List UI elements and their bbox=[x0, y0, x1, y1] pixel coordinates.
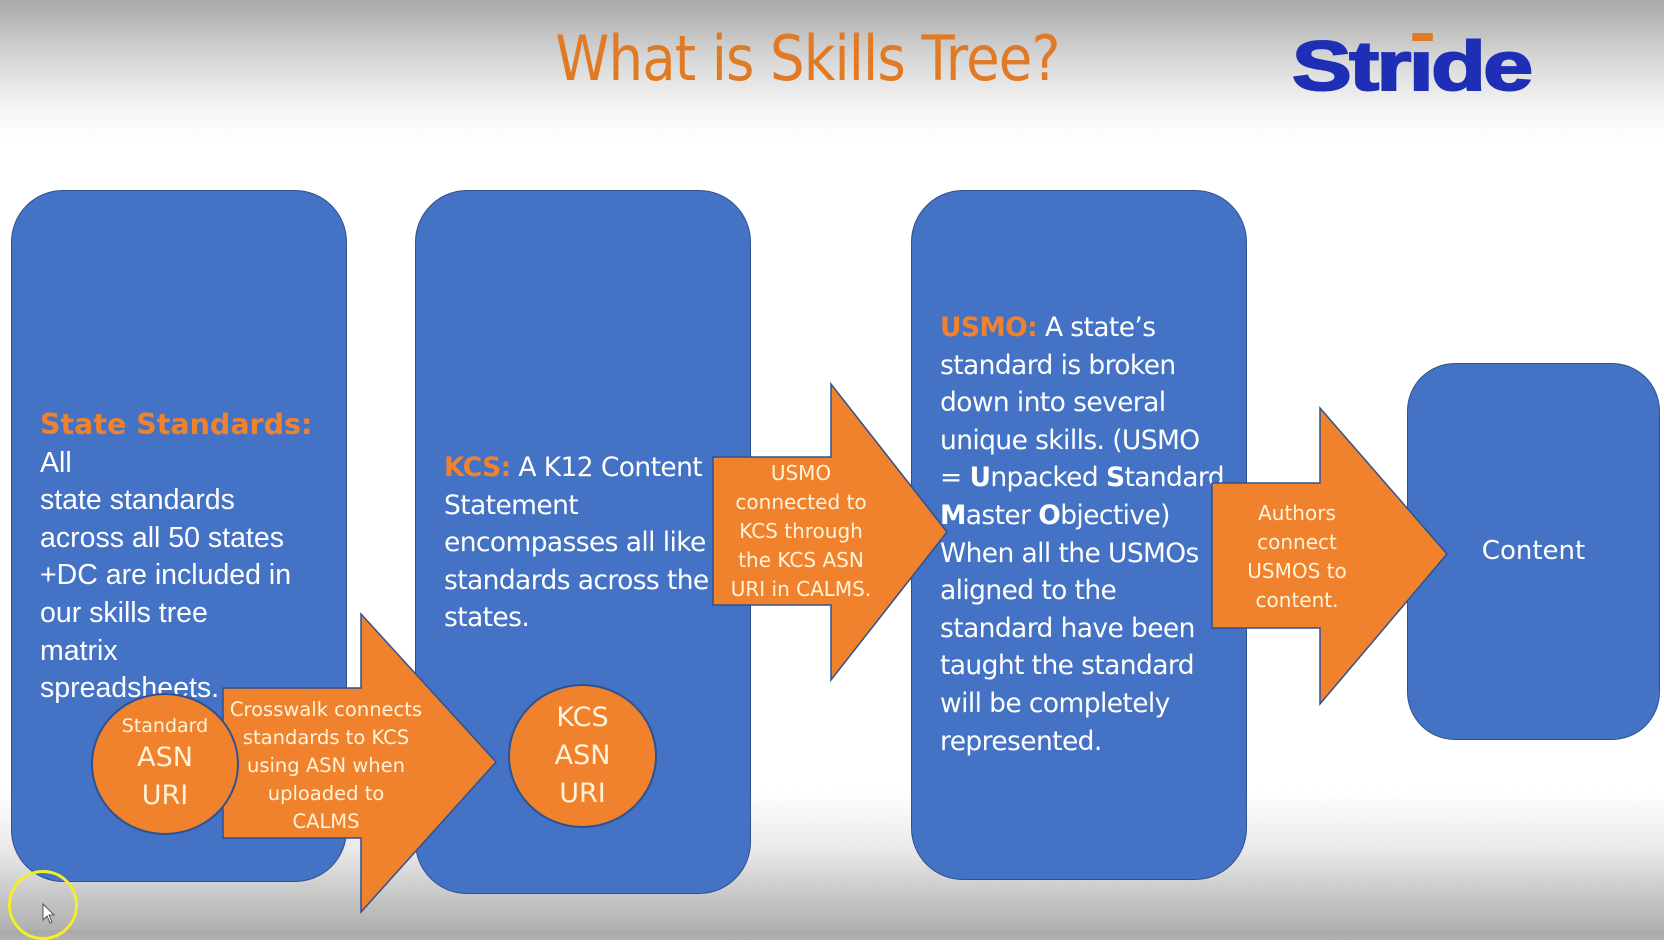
mouse-pointer-icon bbox=[42, 903, 56, 924]
text-line: taught the standard bbox=[940, 650, 1195, 682]
bold-letter: M bbox=[940, 499, 966, 531]
logo-text-start: Str bbox=[1291, 27, 1413, 105]
text-line: Authors bbox=[1258, 501, 1336, 525]
text-line: encompasses all like bbox=[444, 527, 706, 559]
text-line: the KCS ASN bbox=[738, 548, 864, 572]
text-line: URI in CALMS. bbox=[730, 577, 872, 601]
text-line: All bbox=[40, 446, 72, 479]
text-line: = bbox=[940, 462, 970, 494]
text-line: When all the USMOs bbox=[940, 537, 1199, 569]
text-line: across all 50 states bbox=[40, 521, 284, 554]
text-line: states. bbox=[444, 602, 530, 634]
slide-title: What is Skills Tree? bbox=[555, 22, 1060, 95]
text-line: npacked bbox=[990, 462, 1106, 494]
text-line: unique skills. (USMO bbox=[940, 424, 1200, 456]
text-line: uploaded to bbox=[267, 782, 385, 805]
kcs-asn-uri-circle: KCS ASN URI bbox=[508, 684, 657, 828]
circle-line: ASN bbox=[137, 742, 193, 773]
bold-letter: U bbox=[969, 462, 991, 494]
text-line: aligned to the bbox=[940, 575, 1117, 607]
usmo-label: USMO: bbox=[940, 312, 1038, 343]
text-line: Crosswalk connects bbox=[229, 698, 423, 721]
kcs-text: KCS: A K12 Content Statement encompasses… bbox=[444, 449, 744, 637]
text-line: aster bbox=[965, 499, 1039, 531]
crosswalk-arrow-text: Crosswalk connects standards to KCS usin… bbox=[228, 696, 424, 836]
circle-line: URI bbox=[141, 780, 189, 811]
text-line: standards across the bbox=[444, 564, 709, 596]
text-line: using ASN when bbox=[246, 754, 406, 777]
logo-accent-mark bbox=[1412, 33, 1434, 41]
text-line: USMOS to bbox=[1247, 559, 1347, 583]
usmo-connected-arrow-text: USMO connected to KCS through the KCS AS… bbox=[716, 459, 886, 604]
text-line: will be completely bbox=[940, 687, 1170, 719]
authors-connect-arrow-text: Authors connect USMOS to content. bbox=[1216, 499, 1378, 615]
text-line: bjective) bbox=[1060, 499, 1170, 531]
circle-line-small: Standard bbox=[121, 715, 209, 737]
logo-letter-i: ı bbox=[1407, 27, 1435, 105]
text-line: our skills tree bbox=[40, 596, 208, 629]
kcs-label: KCS: bbox=[444, 452, 511, 483]
standard-asn-uri-circle: Standard ASN URI bbox=[91, 693, 239, 835]
text-line: CALMS bbox=[292, 810, 360, 833]
text-line: standards to KCS bbox=[242, 726, 410, 749]
text-line: connected to bbox=[735, 490, 867, 514]
text-line: standard have been bbox=[940, 612, 1195, 644]
text-line: state standards bbox=[40, 484, 235, 517]
circle-line: KCS bbox=[556, 702, 609, 733]
state-standards-label: State Standards: bbox=[40, 408, 313, 441]
text-line: A K12 Content bbox=[518, 452, 703, 483]
text-line: USMO bbox=[770, 461, 832, 485]
text-line: standard is broken bbox=[940, 349, 1176, 381]
text-line: connect bbox=[1257, 530, 1337, 554]
circle-line: URI bbox=[559, 778, 606, 809]
logo-text-end: de bbox=[1430, 27, 1535, 105]
bold-letter: S bbox=[1105, 462, 1125, 494]
usmo-text: USMO: A state’s standard is broken down … bbox=[940, 309, 1260, 760]
text-line: Statement bbox=[444, 489, 579, 521]
bold-letter: O bbox=[1038, 499, 1061, 531]
text-line: matrix bbox=[40, 634, 118, 667]
text-line: content. bbox=[1255, 588, 1339, 612]
text-line: KCS through bbox=[739, 519, 863, 543]
text-line: A state’s bbox=[1044, 312, 1156, 343]
content-label: Content bbox=[1481, 536, 1586, 566]
box-content bbox=[1407, 363, 1660, 740]
state-standards-text: State Standards: All state standards acr… bbox=[40, 406, 340, 708]
box-usmo bbox=[911, 190, 1247, 880]
circle-line: ASN bbox=[554, 740, 611, 771]
text-line: represented. bbox=[940, 725, 1102, 757]
text-line: +DC are included in bbox=[40, 559, 292, 592]
text-line: down into several bbox=[940, 387, 1166, 419]
text-line: tandard bbox=[1124, 462, 1224, 494]
